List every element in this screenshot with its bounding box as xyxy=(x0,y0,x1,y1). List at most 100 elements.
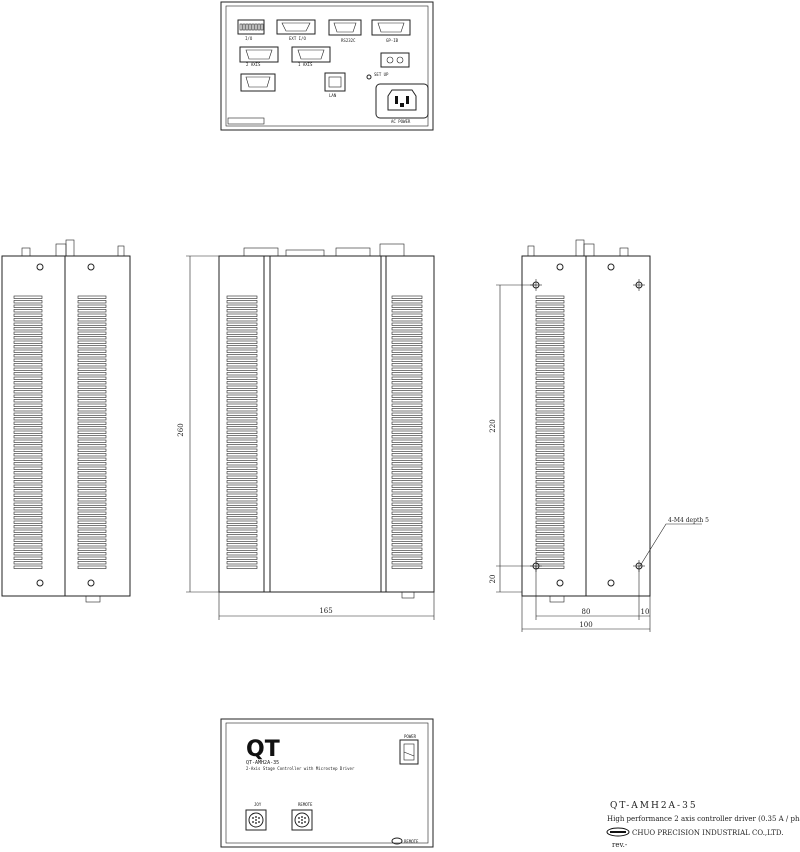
vent-slot xyxy=(77,444,107,448)
vent-slot xyxy=(77,430,107,434)
vent-slot xyxy=(77,552,107,556)
vent-slot xyxy=(535,565,565,569)
dim-right-offset: 10 xyxy=(641,608,650,616)
vent-slot xyxy=(226,502,258,506)
vent-slot xyxy=(13,331,43,335)
vent-slot xyxy=(391,363,423,367)
vent-slot xyxy=(391,475,423,479)
vent-slot xyxy=(535,498,565,502)
vent-slot xyxy=(13,511,43,515)
vent-slot xyxy=(226,516,258,520)
vent-slot xyxy=(226,376,258,380)
vent-slot xyxy=(226,367,258,371)
vent-slot xyxy=(77,367,107,371)
vent-slot xyxy=(535,304,565,308)
vent-slot xyxy=(13,462,43,466)
vent-slot xyxy=(13,538,43,542)
connector-pin xyxy=(252,817,254,819)
vent-slot xyxy=(535,295,565,299)
vent-slot xyxy=(77,354,107,358)
vent-slot xyxy=(77,376,107,380)
vent-slot xyxy=(391,471,423,475)
connector-pin xyxy=(304,817,306,819)
vent-slot xyxy=(535,327,565,331)
vent-slot xyxy=(226,565,258,569)
vent-slot xyxy=(77,349,107,353)
vent-slot xyxy=(226,475,258,479)
connector-pin xyxy=(298,817,300,819)
lan-port xyxy=(324,72,346,92)
connector-pin xyxy=(301,819,303,821)
vent-slot xyxy=(391,439,423,443)
connector-pin xyxy=(301,822,303,824)
vent-slot xyxy=(391,525,423,529)
vent-slot xyxy=(226,561,258,565)
vent-slot xyxy=(13,475,43,479)
screw xyxy=(36,579,44,587)
vent-slot xyxy=(13,444,43,448)
vent-slot xyxy=(535,354,565,358)
vent-slot xyxy=(535,475,565,479)
power-label: POWER xyxy=(404,734,417,739)
vent-slot xyxy=(77,403,107,407)
vent-slot xyxy=(535,502,565,506)
vent-slot xyxy=(13,349,43,353)
vent-slot xyxy=(535,345,565,349)
vent-slot xyxy=(77,327,107,331)
vent-slot xyxy=(391,502,423,506)
vent-slot xyxy=(13,480,43,484)
setup-connector xyxy=(240,73,276,92)
screw xyxy=(607,579,615,587)
vent-slot xyxy=(13,417,43,421)
vent-slot xyxy=(13,426,43,430)
vent-slot xyxy=(535,534,565,538)
vent-slot xyxy=(535,507,565,511)
vent-slot xyxy=(535,471,565,475)
vent-slot xyxy=(535,390,565,394)
vent-slot xyxy=(13,565,43,569)
vent-slot xyxy=(13,390,43,394)
vent-slot xyxy=(226,538,258,542)
vent-slot xyxy=(391,358,423,362)
vent-slot xyxy=(391,385,423,389)
vent-slot xyxy=(77,435,107,439)
vent-slot xyxy=(391,457,423,461)
vent-slot xyxy=(77,345,107,349)
top-view: 260 165 xyxy=(177,243,435,620)
connector-pin xyxy=(255,816,257,818)
vent-slot xyxy=(391,318,423,322)
vent-slot xyxy=(535,462,565,466)
vent-slot xyxy=(77,534,107,538)
dip-cell xyxy=(260,23,264,31)
vent-slot xyxy=(391,408,423,412)
vent-slot xyxy=(391,507,423,511)
dip-cell xyxy=(245,23,249,31)
vent-slot xyxy=(226,399,258,403)
lan-label: LAN xyxy=(329,93,337,98)
vent-slot xyxy=(77,502,107,506)
vent-slot xyxy=(226,322,258,326)
vent-slot xyxy=(226,340,258,344)
vent-slot xyxy=(77,394,107,398)
vent-slot xyxy=(77,547,107,551)
indicator-led xyxy=(366,74,372,80)
vent-slot xyxy=(77,363,107,367)
vent-slot xyxy=(226,421,258,425)
vent-slot xyxy=(535,561,565,565)
vent-slot xyxy=(391,426,423,430)
front-panel-view: QT QT-AMH2A-35 2-Axis Stage Controller w… xyxy=(220,718,434,848)
vent-slot xyxy=(77,426,107,430)
screw xyxy=(556,579,564,587)
vent-slot xyxy=(77,498,107,502)
vent-slot xyxy=(535,421,565,425)
vent-slot xyxy=(77,457,107,461)
vent-slot xyxy=(226,295,258,299)
vent-slot xyxy=(391,484,423,488)
vent-slot xyxy=(77,493,107,497)
vent-slot xyxy=(13,430,43,434)
vent-slot xyxy=(13,309,43,313)
left-side-view xyxy=(1,239,131,603)
vent-slot xyxy=(535,412,565,416)
vent-slot xyxy=(226,390,258,394)
vent-slot xyxy=(535,358,565,362)
